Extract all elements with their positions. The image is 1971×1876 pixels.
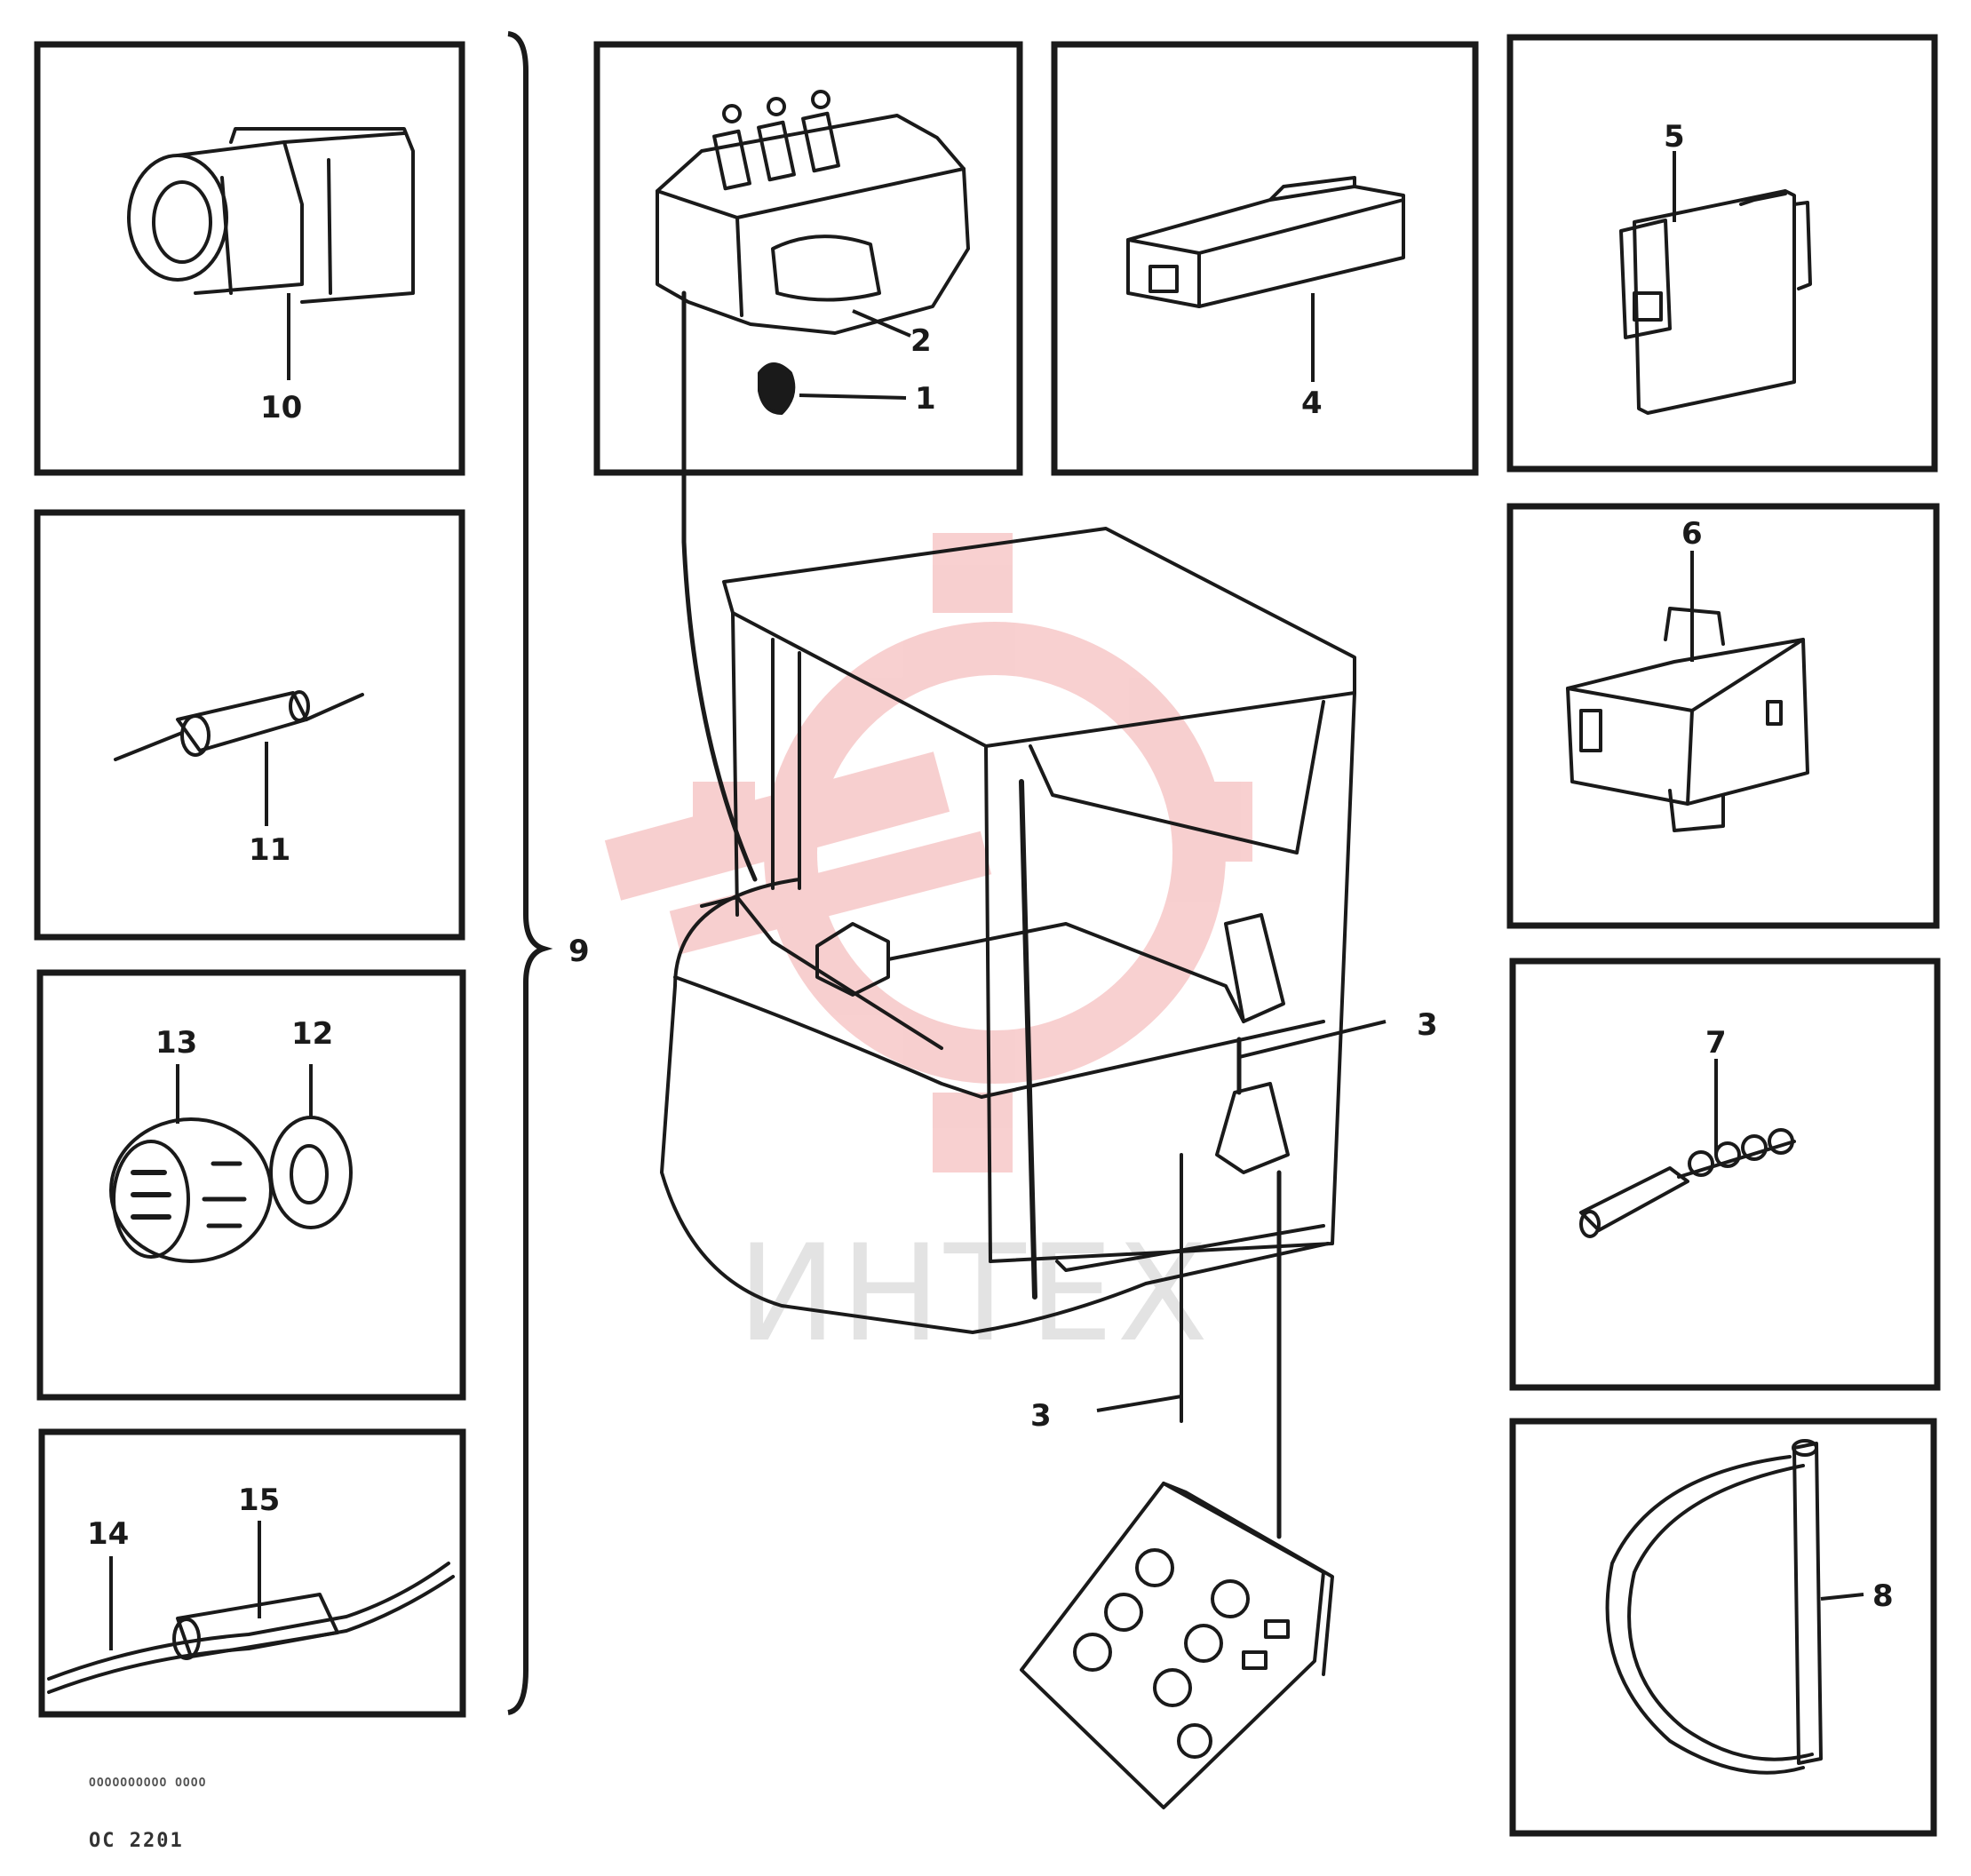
callout-5: 5 [1664,119,1685,155]
panel-7 [1509,958,1941,1391]
part-12-grommet [269,1116,353,1229]
panel-4 [1051,41,1479,476]
callout-9: 9 [568,934,590,969]
panel-14-15 [38,1428,466,1718]
callout-7: 7 [1705,1025,1727,1061]
part-14-15-cable [47,1562,455,1694]
callout-13: 13 [155,1025,197,1061]
callout-3-upper: 3 [1417,1007,1438,1043]
callout-3-lower: 3 [1030,1398,1052,1434]
panel-12-13 [36,969,466,1401]
watermark-logo [604,533,1252,1172]
footer-code: ОС 2201 [89,1830,184,1852]
panel-11 [34,509,465,941]
part-13-round-connector [109,1117,273,1263]
callout-4: 4 [1301,386,1323,421]
callout-14: 14 [87,1516,129,1552]
panel-5 [1506,34,1938,473]
cab-assembly [660,527,1356,1539]
part-5-relay [1619,189,1812,415]
panel-1-2 [593,41,1023,476]
part-7-terminal [1579,1128,1796,1238]
callout-15: 15 [238,1483,280,1518]
panel-8 [1509,1418,1937,1837]
group-brace [507,31,553,1715]
part-3-keypad [1020,1482,1334,1809]
callout-11: 11 [249,832,290,868]
part-6-relay-base [1566,607,1809,832]
part-1-lamp [758,362,796,415]
callout-2: 2 [910,323,932,359]
callout-10: 10 [260,390,302,425]
callout-labels: 10 11 13 12 14 15 9 2 1 4 5 6 7 8 3 3 [87,119,1894,1614]
part-11-sleeve [114,690,364,761]
callout-8: 8 [1872,1578,1894,1614]
part-10-connector [127,127,415,304]
leader-lines [109,151,1864,1650]
watermark-text: ИНТЕХ [737,1217,1212,1371]
callout-6: 6 [1681,516,1703,552]
footer-reference: ОООООООООО ОООО [89,1777,207,1790]
callout-1: 1 [915,381,936,417]
panel-6 [1506,503,1940,929]
callout-12: 12 [291,1016,333,1052]
part-2-switch-unit [656,90,970,545]
part-8-cable-tie [1605,1439,1823,1775]
part-4-connector [1126,176,1405,308]
panel-10 [34,41,465,476]
